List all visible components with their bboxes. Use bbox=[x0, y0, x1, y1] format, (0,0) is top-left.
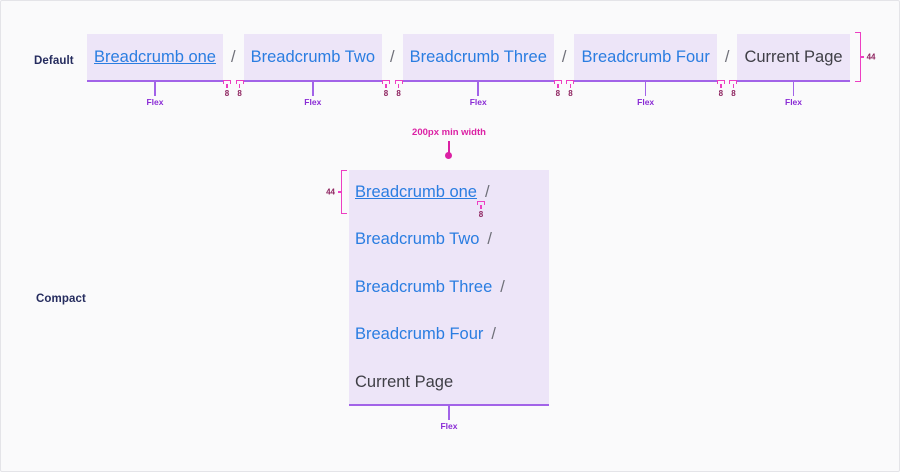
breadcrumb-link-label: Breadcrumb Two bbox=[250, 47, 376, 66]
separator-slash: / bbox=[724, 47, 730, 66]
flex-annotation-label: Flex bbox=[304, 97, 322, 107]
flex-measure-line bbox=[402, 80, 554, 82]
height-44-tick bbox=[338, 191, 342, 193]
gap-8-stem bbox=[732, 84, 735, 88]
separator-slash: / bbox=[491, 325, 496, 343]
breadcrumb-link-label[interactable]: Breadcrumb Four bbox=[355, 325, 484, 343]
height-44-bracket: 44 bbox=[326, 170, 347, 214]
breadcrumb-separator: / 8 8 bbox=[382, 34, 403, 98]
breadcrumb-link-label[interactable]: Breadcrumb one bbox=[355, 182, 477, 201]
breadcrumb-link-label[interactable]: Breadcrumb Three bbox=[355, 277, 493, 296]
separator-slash: / bbox=[487, 230, 493, 248]
breadcrumb-link-label: Breadcrumb Four bbox=[581, 47, 710, 66]
flex-measure-stem bbox=[792, 81, 795, 96]
gap-8-region bbox=[479, 218, 487, 262]
breadcrumb-item-two[interactable]: Breadcrumb Two Flex bbox=[243, 34, 383, 107]
breadcrumb-separator: / 8 8 bbox=[716, 34, 738, 98]
min-width-annotation-stem bbox=[448, 141, 450, 153]
gap-8-stem bbox=[238, 84, 241, 88]
gap-8-stem bbox=[720, 84, 722, 88]
gap-8-bracket: 8 bbox=[223, 80, 231, 98]
gap-8-region bbox=[492, 265, 500, 309]
gap-8-stem bbox=[226, 84, 228, 88]
gap-8-bracket: 8 bbox=[566, 80, 575, 98]
compact-row-four: Breadcrumb Four / bbox=[349, 313, 549, 357]
section-label-default: Default bbox=[34, 55, 74, 67]
flex-measure-line bbox=[87, 80, 223, 82]
flex-annotation-label: Flex bbox=[440, 421, 458, 431]
gap-8-bracket: 8 bbox=[394, 80, 403, 98]
gap-8-bracket: 8 bbox=[477, 201, 485, 219]
breadcrumb-link-label: Breadcrumb one bbox=[94, 47, 216, 66]
min-width-annotation-label: 200px min width bbox=[412, 127, 486, 138]
gap-8-value: 8 bbox=[718, 89, 724, 98]
gap-8-bracket: 8 bbox=[235, 80, 244, 98]
gap-8-bracket: 8 bbox=[729, 80, 738, 98]
flex-measure-line bbox=[574, 80, 717, 82]
compact-row-two: Breadcrumb Two / bbox=[349, 218, 549, 262]
height-44-value: 44 bbox=[866, 52, 876, 62]
flex-measure-stem bbox=[448, 405, 450, 420]
separator-slash: / bbox=[561, 47, 567, 66]
breadcrumb-current-label: Current Page bbox=[744, 47, 843, 66]
breadcrumb-link-label[interactable]: Breadcrumb Two bbox=[355, 230, 480, 248]
gap-8-bracket: 8 bbox=[553, 80, 562, 98]
gap-8-stem bbox=[557, 84, 559, 88]
height-44-tick bbox=[859, 56, 864, 58]
breadcrumb-item-current: Current Page Flex 44 bbox=[737, 32, 876, 107]
breadcrumb-link-label: Breadcrumb Three bbox=[409, 47, 547, 66]
flex-annotation-label: Flex bbox=[637, 97, 655, 107]
section-label-compact: Compact bbox=[36, 293, 86, 305]
gap-8-stem bbox=[480, 205, 482, 209]
separator-slash: / bbox=[500, 277, 505, 296]
compact-row-current: Current Page bbox=[349, 360, 549, 404]
gap-8-region bbox=[483, 313, 491, 357]
gap-8-bracket: 8 bbox=[716, 80, 725, 98]
breadcrumb-item-three[interactable]: Breadcrumb Three Flex bbox=[402, 34, 554, 107]
flex-measure-stem bbox=[154, 81, 156, 96]
flex-annotation-label: Flex bbox=[785, 97, 803, 107]
flex-measure-line bbox=[737, 80, 850, 82]
breadcrumb-compact-panel: Breadcrumb one 8 / 44 Breadcrumb Two / B… bbox=[326, 170, 549, 431]
flex-measure-line bbox=[349, 404, 549, 406]
breadcrumb-separator: / 8 8 bbox=[223, 34, 244, 98]
gap-8-value: 8 bbox=[237, 89, 242, 98]
gap-8-value: 8 bbox=[396, 89, 401, 98]
gap-8-value: 8 bbox=[383, 89, 389, 98]
flex-annotation-label: Flex bbox=[469, 97, 487, 107]
gap-8-stem bbox=[385, 84, 387, 88]
gap-8-value: 8 bbox=[224, 89, 230, 98]
height-44-bracket: 44 bbox=[854, 32, 876, 82]
height-44-value: 44 bbox=[326, 187, 335, 197]
separator-slash: / bbox=[390, 47, 395, 66]
flex-measure-stem bbox=[644, 81, 647, 96]
breadcrumb-separator: / 8 8 bbox=[553, 34, 575, 98]
gap-8-stem bbox=[569, 84, 572, 88]
separator-slash: / bbox=[231, 47, 236, 66]
gap-8-value: 8 bbox=[731, 89, 736, 98]
flex-measure-stem bbox=[477, 81, 479, 96]
breadcrumb-current-label: Current Page bbox=[355, 372, 454, 391]
gap-8-stem bbox=[397, 84, 400, 88]
gap-8-value: 8 bbox=[555, 89, 561, 98]
gap-8-value: 8 bbox=[478, 210, 484, 219]
flex-measure-line bbox=[243, 80, 383, 82]
breadcrumb-item-four[interactable]: Breadcrumb Four Flex bbox=[574, 34, 717, 107]
gap-8-region: 8 bbox=[477, 170, 485, 219]
flex-annotation-label: Flex bbox=[146, 97, 164, 107]
gap-8-bracket: 8 bbox=[382, 80, 391, 98]
separator-slash: / bbox=[485, 182, 490, 201]
breadcrumb-item-one[interactable]: Breadcrumb one Flex bbox=[87, 34, 223, 107]
min-width-annotation-dot bbox=[445, 152, 452, 159]
gap-8-value: 8 bbox=[568, 89, 573, 98]
breadcrumb-default-row: Breadcrumb one Flex / 8 8 Breadcrumb Two… bbox=[87, 32, 876, 107]
flex-measure-stem bbox=[312, 81, 314, 96]
compact-row-one: Breadcrumb one 8 / 44 bbox=[326, 170, 549, 219]
compact-row-three: Breadcrumb Three / bbox=[349, 265, 549, 309]
